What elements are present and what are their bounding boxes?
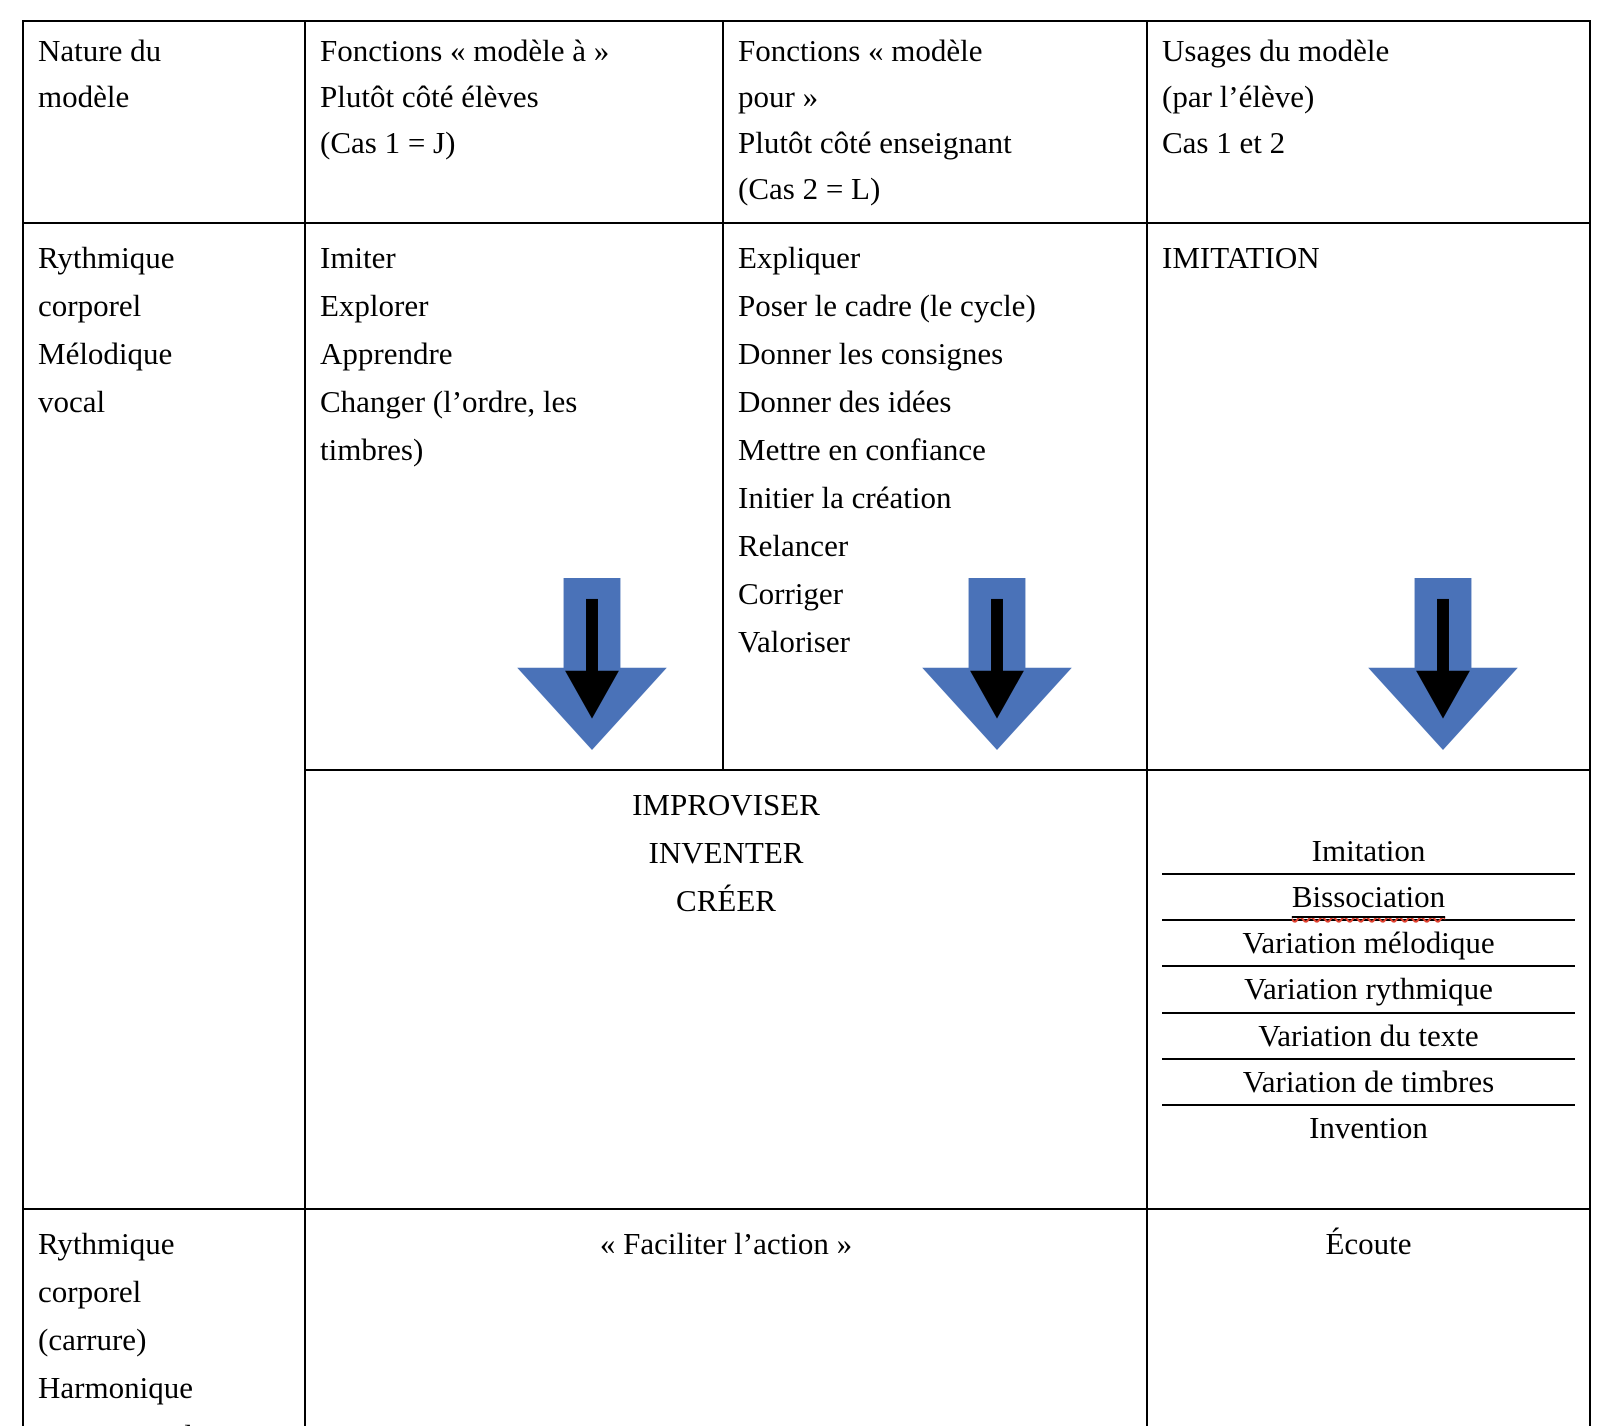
header-cell-fonctions-enseignant: Fonctions « modèle pour » Plutôt côté en… <box>722 20 1148 224</box>
row-vocal: Rythmique corporel Mélodique vocal Imite… <box>22 222 1591 1210</box>
list-item-variation-de-timbres: Variation de timbres <box>1162 1060 1575 1106</box>
model-functions-table: Nature du modèle Fonctions « modèle à » … <box>22 20 1591 1426</box>
row-instrumental: Rythmique corporel (carrure) Harmonique … <box>22 1208 1591 1426</box>
header-row: Nature du modèle Fonctions « modèle à » … <box>22 20 1591 224</box>
down-arrow-icon <box>1368 578 1518 750</box>
cell-nature-instrumental: Rythmique corporel (carrure) Harmonique … <box>22 1208 306 1426</box>
list-item-invention: Invention <box>1309 1109 1428 1145</box>
inner-arrow-stem <box>1437 598 1449 677</box>
list-item-variation-melodique: Variation mélodique <box>1162 921 1575 968</box>
list-item-variation-rythmique: Variation rythmique <box>1162 967 1575 1014</box>
inner-arrow-stem <box>586 598 598 677</box>
inner-arrow-head <box>1416 670 1470 719</box>
list-item-imitation: Imitation <box>1162 829 1575 876</box>
inner-arrow-head <box>565 670 619 719</box>
cell-improviser-inventer-creer: IMPROVISER INVENTER CRÉER <box>304 769 1148 1210</box>
spellcheck-underline: Bissociation <box>1291 879 1446 915</box>
cell-usages-imitation: IMITATION <box>1146 222 1591 771</box>
down-arrow-icon <box>517 578 667 750</box>
down-arrow-icon <box>922 578 1072 750</box>
cell-usages-list: Imitation Bissociation Variation mélodiq… <box>1146 769 1591 1210</box>
header-cell-nature: Nature du modèle <box>22 20 306 224</box>
inner-arrow-head <box>970 670 1024 719</box>
header-cell-fonctions-eleves: Fonctions « modèle à » Plutôt côté élève… <box>304 20 724 224</box>
row-creation: IMPROVISER INVENTER CRÉER Imitation Biss… <box>23 769 1591 1210</box>
list-item-bissociation: Bissociation <box>1162 875 1575 922</box>
header-cell-usages: Usages du modèle (par l’élève) Cas 1 et … <box>1146 20 1591 224</box>
cell-nature-vocal: Rythmique corporel Mélodique vocal <box>22 222 306 1210</box>
usages-list: Imitation Bissociation Variation mélodiq… <box>1162 829 1575 1150</box>
cell-usages-ecoute: Écoute <box>1146 1208 1591 1426</box>
list-item-variation-du-texte: Variation du texte <box>1162 1014 1575 1060</box>
inner-arrow-stem <box>991 598 1003 677</box>
cell-faciliter-action: « Faciliter l’action » <box>304 1208 1148 1426</box>
